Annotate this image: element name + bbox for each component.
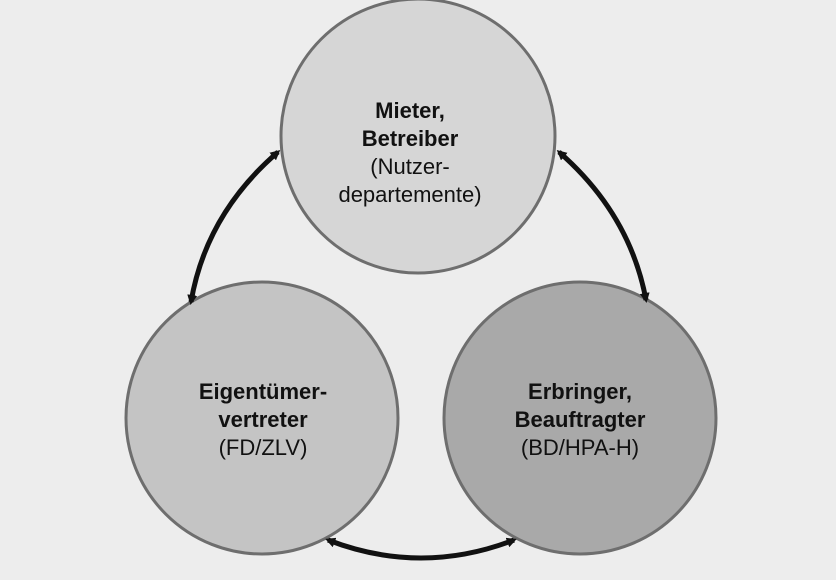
node-label-left: Eigentümer- vertreter (FD/ZLV) xyxy=(148,350,378,490)
node-top-line2: Betreiber xyxy=(361,126,459,151)
node-top-line1: Mieter, xyxy=(375,98,445,123)
node-label-right: Erbringer, Beauftragter (BD/HPA-H) xyxy=(465,350,695,490)
node-circle-top xyxy=(279,0,557,275)
node-left-line1: Eigentümer- xyxy=(198,379,328,404)
node-right-line3: (BD/HPA-H) xyxy=(520,435,640,460)
node-label-top: Mieter, Betreiber (Nutzer- departemente) xyxy=(300,78,520,228)
arrow-top-left xyxy=(187,150,281,305)
arrow-left-right xyxy=(325,537,517,561)
node-left-line3: (FD/ZLV) xyxy=(218,435,308,460)
arrow-top-right xyxy=(556,150,650,303)
node-top-line4: departemente) xyxy=(338,182,482,207)
node-left-line2: vertreter xyxy=(218,407,308,432)
node-top-line3: (Nutzer- xyxy=(370,154,450,179)
node-right-line1: Erbringer, xyxy=(528,379,632,404)
node-right-line2: Beauftragter xyxy=(514,407,646,432)
